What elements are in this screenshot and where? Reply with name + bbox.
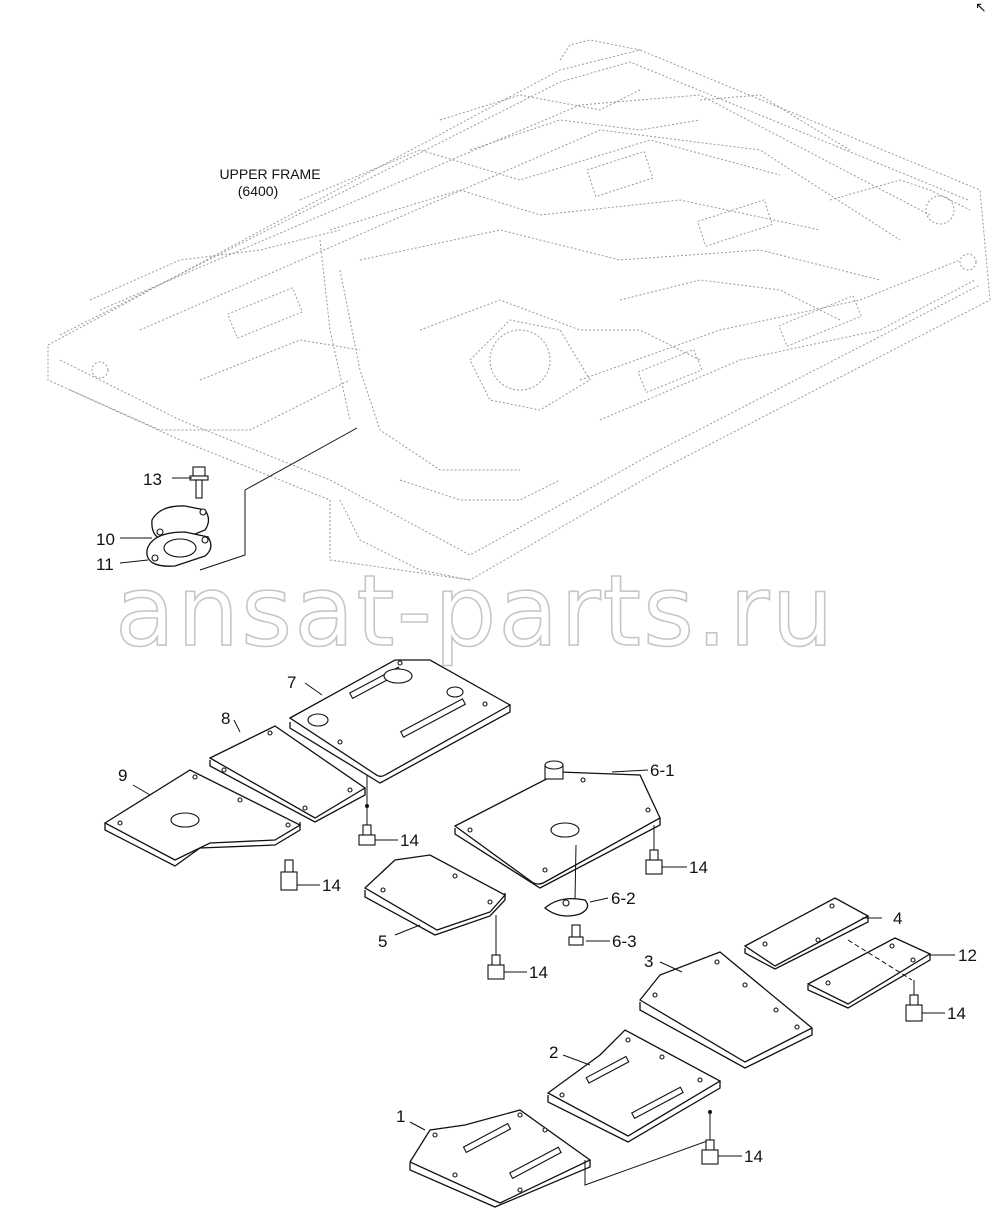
leader-6-2 — [589, 897, 609, 903]
leader-1 — [409, 1121, 426, 1131]
callout-8: 8 — [221, 709, 230, 728]
callout-6-1: 6-1 — [650, 761, 675, 780]
bolt-14-e — [905, 980, 923, 1022]
leader-5 — [394, 924, 421, 936]
part-7-plate — [288, 659, 512, 784]
callout-1: 1 — [396, 1107, 405, 1126]
part-4-plate — [743, 897, 870, 970]
bolt-14-b — [280, 859, 298, 891]
part-4-12-dashed-link — [847, 939, 913, 981]
upper-frame-label: UPPER FRAME — [219, 166, 320, 182]
part-6-drop-line — [574, 844, 577, 901]
callout-6-2: 6-2 — [611, 889, 636, 908]
callout-14-c: 14 — [689, 858, 708, 877]
callout-13: 13 — [143, 470, 162, 489]
callout-10: 10 — [96, 530, 115, 549]
callout-12: 12 — [958, 946, 977, 965]
part-2-plate — [546, 1029, 722, 1143]
bolt-14-f — [701, 1110, 719, 1165]
callout-14-a: 14 — [400, 831, 419, 850]
callout-3: 3 — [644, 952, 653, 971]
bolt-14-c — [645, 825, 663, 875]
leader-8 — [233, 719, 241, 733]
part-5-plate — [363, 854, 507, 936]
callout-7: 7 — [287, 673, 296, 692]
part-6-2-cover — [543, 897, 589, 917]
leader-6-1 — [611, 769, 649, 773]
bolt-14-d — [487, 915, 505, 980]
callout-14-f: 14 — [744, 1147, 763, 1166]
upper-frame-outline — [47, 39, 991, 581]
part-8-plate — [208, 725, 367, 823]
corner-mark: ↖ — [975, 0, 987, 15]
part-9-plate — [103, 769, 302, 867]
callout-14-d: 14 — [529, 963, 548, 982]
part-12-plate — [806, 937, 932, 1009]
leader-2 — [562, 1054, 591, 1066]
callout-11: 11 — [96, 555, 114, 574]
callout-14-b: 14 — [322, 876, 341, 895]
callout-6-3: 6-3 — [612, 932, 637, 951]
frame-leader-line — [199, 427, 358, 571]
part-1-plate — [409, 1109, 592, 1208]
watermark-text: ansat-parts.ru — [115, 555, 836, 669]
part-3-plate — [639, 951, 814, 1069]
part-6-1-plate — [453, 760, 661, 889]
callout-9: 9 — [118, 766, 127, 785]
part-13-bolt — [189, 466, 209, 499]
leader-9 — [132, 784, 151, 796]
callout-5: 5 — [378, 932, 387, 951]
callout-4: 4 — [893, 909, 902, 928]
leader-3 — [659, 961, 683, 973]
part-11-gasket — [146, 531, 212, 567]
leader-11 — [119, 559, 149, 564]
leader-7 — [304, 682, 323, 696]
part-6-3-bolt — [568, 924, 584, 946]
callout-14-e: 14 — [947, 1004, 966, 1023]
upper-frame-number: (6400) — [238, 183, 278, 199]
callout-labels: 13 10 11 7 8 9 6-1 6-2 6-3 5 4 12 3 2 1 … — [96, 470, 977, 1166]
callout-2: 2 — [549, 1043, 558, 1062]
